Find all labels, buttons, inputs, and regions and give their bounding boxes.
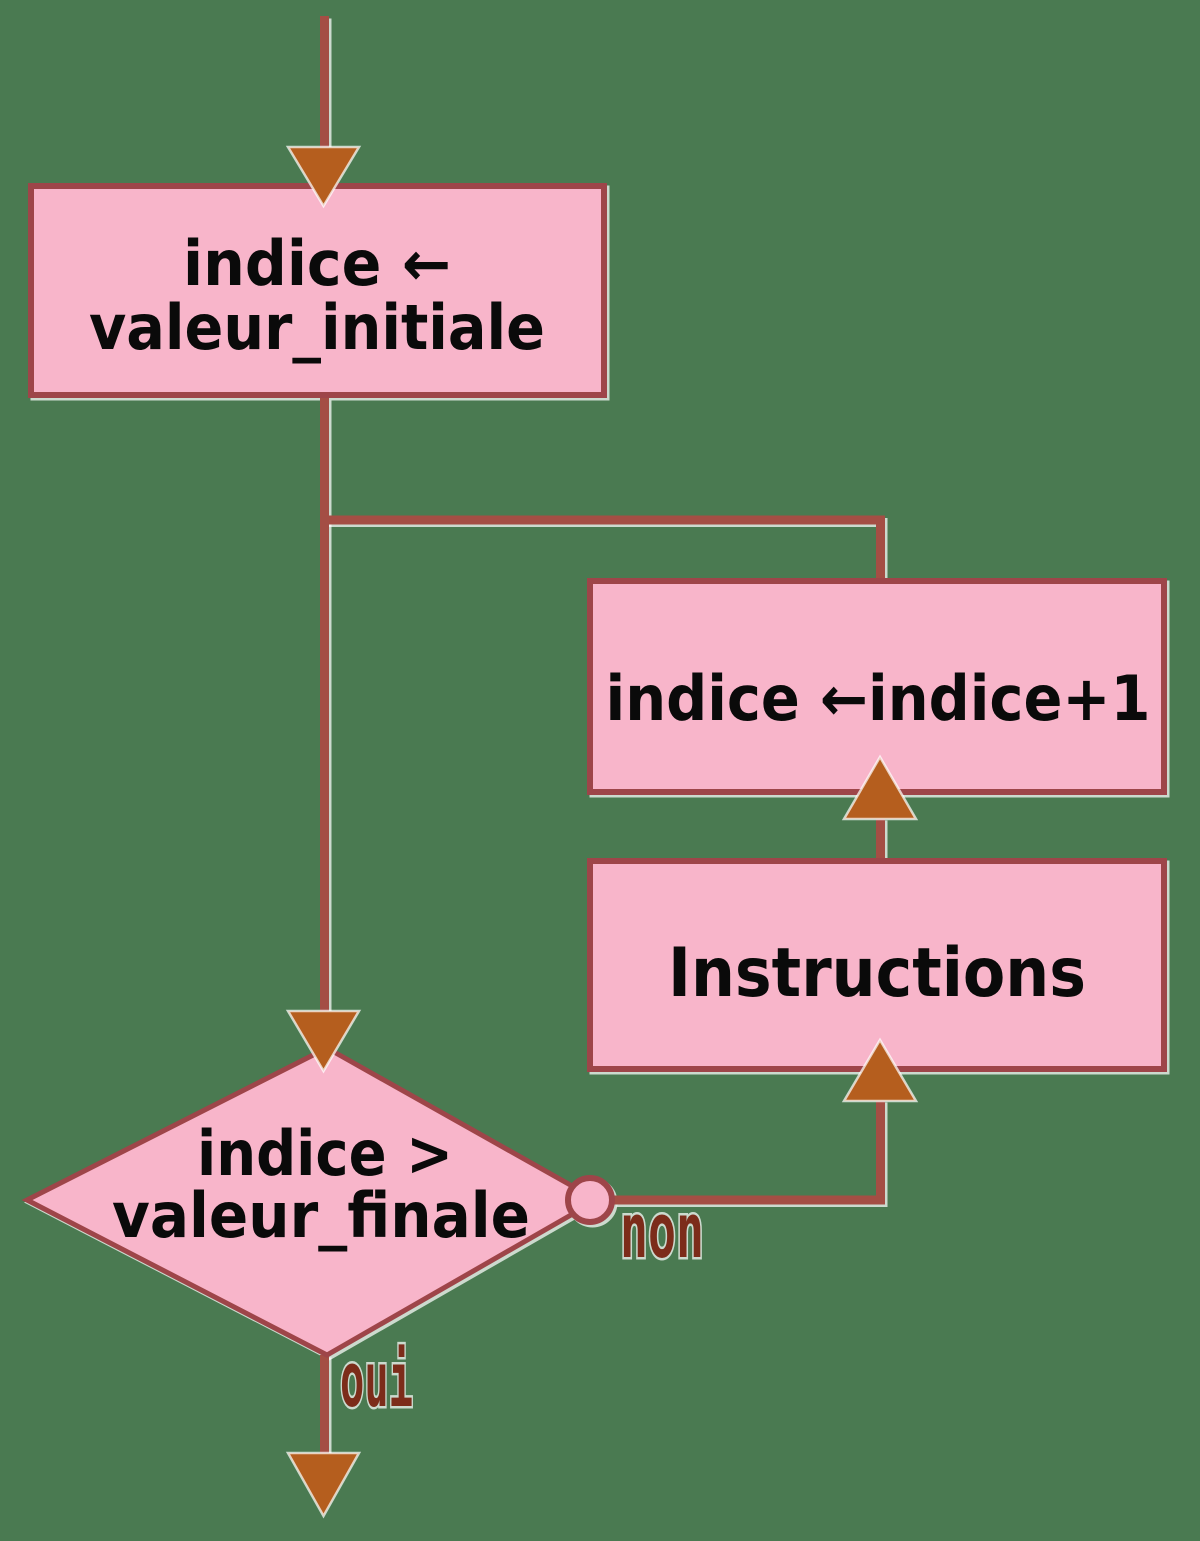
init-node-label-line1: indice ← <box>183 227 451 300</box>
loop-back-connector <box>324 515 885 578</box>
instructions-node <box>587 858 1167 1072</box>
increment-node-label: indice ←indice+1 <box>606 662 1151 735</box>
entry-arrowhead-icon <box>285 145 362 209</box>
no-branch-label: non <box>620 1186 704 1275</box>
decision-node-label-line1: indice > <box>197 1117 453 1190</box>
decision-node-label-line2: valeur_finale <box>112 1179 530 1252</box>
decision-node <box>21 1045 603 1358</box>
init-node-label-line2: valeur_initiale <box>89 291 545 364</box>
decision-exit-port <box>565 1175 615 1225</box>
yes-branch-label: oui <box>340 1335 413 1424</box>
increment-arrowhead-icon <box>841 754 919 821</box>
increment-node <box>587 578 1167 795</box>
no-branch-arrowhead-icon <box>841 1037 919 1103</box>
decision-arrowhead-icon <box>285 1009 362 1074</box>
exit-arrowhead-icon <box>285 1451 362 1519</box>
no-branch-connector <box>614 1100 885 1205</box>
instructions-node-label: Instructions <box>668 934 1086 1013</box>
